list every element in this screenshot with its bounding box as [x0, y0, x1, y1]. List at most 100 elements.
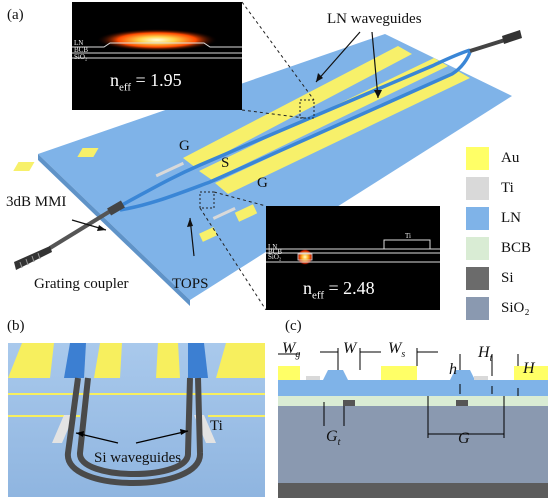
c-label-ht-main: H [478, 344, 490, 361]
inset2-layer-sio2: SiO₂ [268, 253, 282, 261]
electrode-label-g2: G [257, 175, 268, 191]
b-ln-rib-left [64, 343, 86, 378]
legend-label-sio2: SiO₂ [501, 300, 530, 316]
b-electrode-4 [216, 343, 265, 378]
c-label-wg-sub: g [295, 349, 301, 361]
inset2-neff: neff = 2.48 [303, 278, 375, 302]
ln-waveguides-label: LN waveguides [327, 11, 422, 27]
ln-waveguide-lower [119, 51, 472, 212]
b-ti-label: Ti [210, 418, 223, 434]
c-label-G: G [458, 430, 470, 447]
inset1-layer-sio2: SiO₂ [74, 53, 88, 61]
substrate-edge [38, 154, 190, 306]
c-label-ws-main: W [388, 340, 402, 357]
legend-swatch-si [466, 267, 489, 290]
c-ln-rib-right [450, 370, 475, 380]
c-label-h: h [449, 361, 457, 378]
c-label-ht: Ht [478, 344, 492, 364]
c-au-electrode-center [381, 366, 417, 380]
legend-label-ti: Ti [501, 180, 514, 196]
b-electrode-1 [8, 343, 54, 378]
mmi-block [107, 200, 125, 216]
c-si-wg-left [343, 400, 355, 406]
c-label-ws: Ws [388, 340, 405, 360]
electrode-ground-bottom [215, 70, 470, 194]
tops-closeup-view [8, 343, 265, 497]
c-ti-heater-left [306, 376, 320, 380]
c-sio2-layer [278, 406, 548, 483]
legend-item-si: Si [466, 267, 514, 290]
c-ln-slab [278, 380, 548, 396]
legend-swatch-au [466, 147, 489, 170]
cross-section-view [278, 348, 548, 498]
inset1-neff-value: = 1.95 [135, 70, 182, 90]
electrode-label-s: S [221, 155, 230, 171]
inset1-layer-bcb: BCB [74, 46, 89, 54]
legend-item-sio2: SiO₂ [466, 297, 530, 320]
mmi-label: 3dB MMI [6, 194, 67, 210]
inset2-neff-sub: eff [312, 289, 325, 302]
legend-label-si: Si [501, 270, 514, 286]
b-ti-heater-left [52, 415, 74, 443]
tops-label: TOPS [172, 276, 209, 292]
b-gold-line-right [208, 415, 265, 417]
grating-coupler-left [14, 246, 52, 270]
legend-item-ln: LN [466, 207, 521, 230]
legend-swatch-ti [466, 177, 489, 200]
inset2-layer-ln: LN [268, 243, 278, 251]
inset2-layer-labels: LN BCB SiO₂ [268, 243, 283, 261]
mode-inset-ln [72, 2, 242, 110]
c-ln-rib-left [323, 370, 348, 380]
inset1-neff: neff = 1.95 [110, 70, 182, 94]
input-waveguide [48, 208, 114, 250]
mode-inset-si [266, 206, 440, 310]
legend-label-bcb: BCB [501, 240, 532, 256]
b-si-waveguide-outer [65, 377, 204, 486]
c-bcb-layer [278, 396, 548, 406]
b-ln-rib-right [188, 343, 208, 378]
c-label-wg: Wg [282, 340, 300, 360]
ln-waveguide-upper [119, 48, 471, 208]
electrode-ground-top [183, 46, 412, 168]
tops-heater-pads [13, 148, 258, 242]
inset1-neff-sub: eff [119, 81, 132, 94]
c-si-substrate [278, 483, 548, 498]
c-ti-heater-right [474, 376, 488, 380]
legend-swatch-ln [466, 207, 489, 230]
electrode-label-g1: G [179, 138, 190, 154]
c-label-gt-main: G [326, 428, 338, 445]
c-label-wg-main: W [282, 340, 296, 357]
b-si-waveguides-label: Si waveguides [94, 450, 182, 466]
electrode-signal [199, 58, 448, 180]
c-label-w: W [343, 340, 357, 357]
inset2-neff-value: = 2.48 [328, 278, 375, 298]
b-si-waveguide-inner [77, 377, 193, 477]
legend-swatch-bcb [466, 237, 489, 260]
b-electrode-2 [94, 343, 122, 378]
inset2-ti-label: Ti [405, 232, 411, 240]
inset2-neff-symbol: n [303, 278, 312, 298]
inset1-layer-ln: LN [74, 39, 84, 47]
grating-coupler-right [469, 30, 522, 53]
c-label-gt-sub: t [337, 437, 341, 449]
panel-label-c: (c) [285, 318, 302, 334]
b-electrode-3 [156, 343, 180, 378]
c-au-electrode-left [278, 366, 300, 380]
legend-label-ln: LN [501, 210, 521, 226]
inset2-layer-bcb: BCB [268, 248, 283, 256]
inset1-neff-symbol: n [110, 70, 119, 90]
c-label-H: H [523, 360, 535, 377]
c-si-wg-right [456, 400, 468, 406]
grating-coupler-label: Grating coupler [34, 276, 129, 292]
panel-label-b: (b) [7, 318, 25, 334]
legend-item-au: Au [466, 147, 519, 170]
inset1-layer-labels: LN BCB SiO₂ [74, 40, 88, 61]
c-label-ws-sub: s [401, 349, 406, 361]
c-label-ht-sub: t [489, 353, 493, 365]
panel-label-a: (a) [7, 7, 24, 23]
c-au-electrode-right [514, 366, 548, 380]
b-gold-line-upper [8, 393, 265, 395]
b-gold-line-left [8, 415, 80, 417]
legend-swatch-sio2 [466, 297, 489, 320]
c-dimension-lines [278, 348, 519, 438]
